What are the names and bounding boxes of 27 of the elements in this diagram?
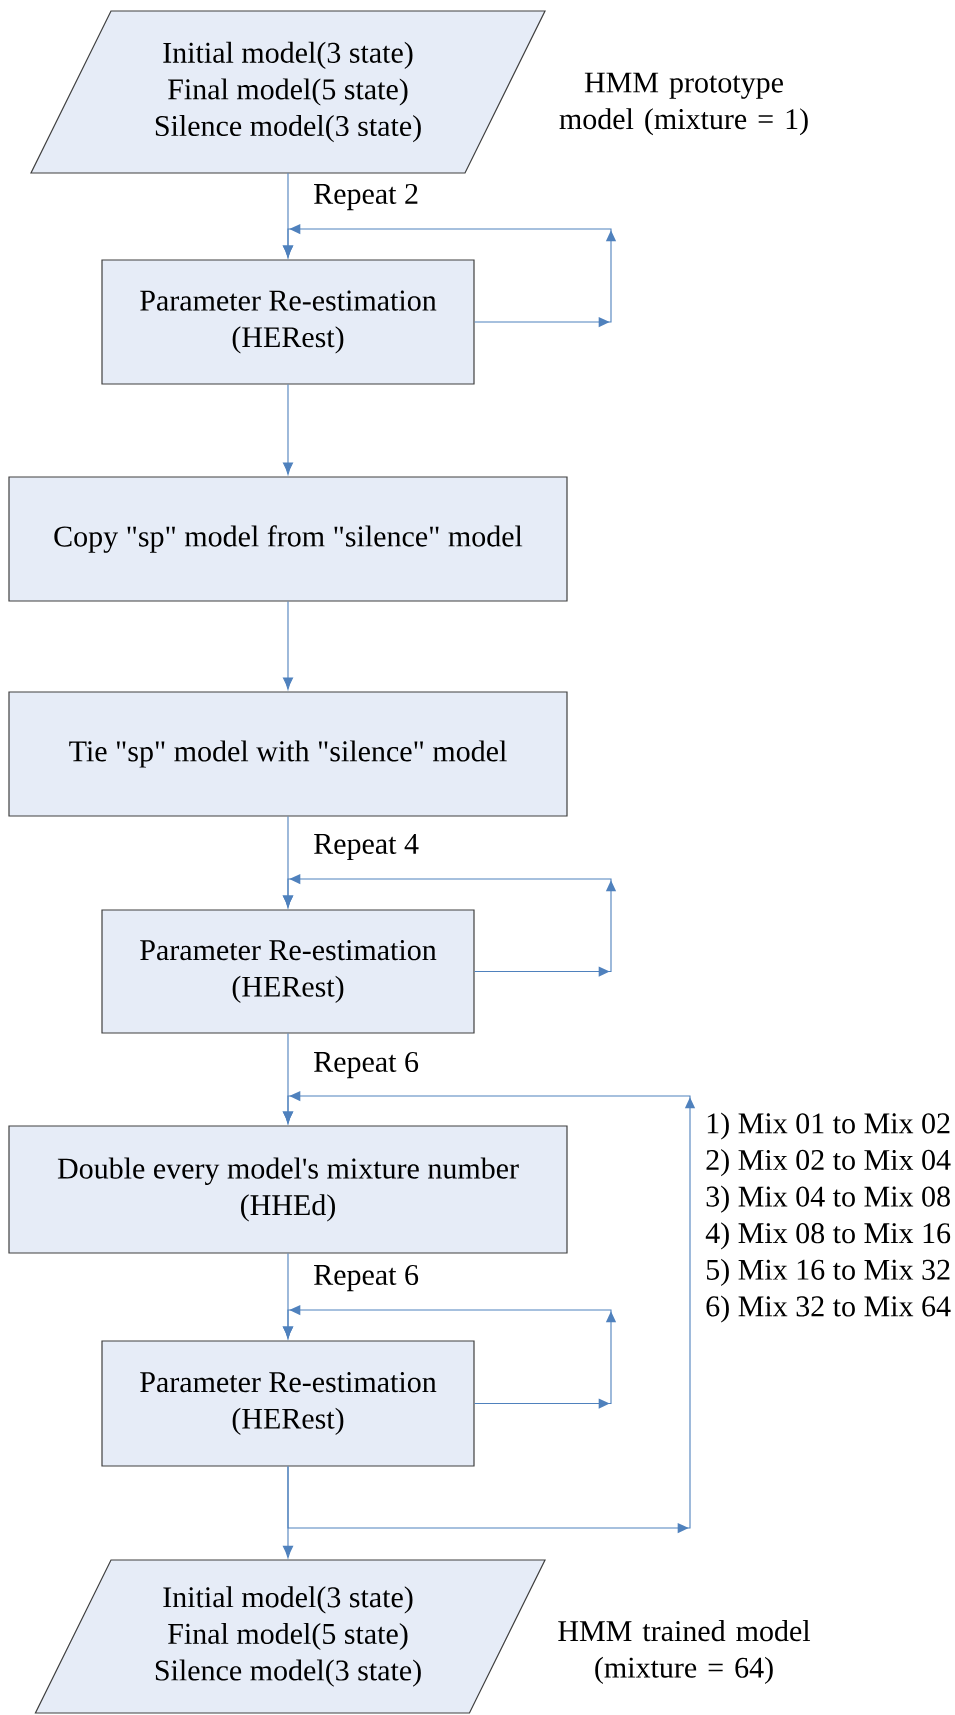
data-parallelogram: Initial model(3 state) Final model(5 state) Silence model(3 state) — [30, 10, 546, 174]
model-note: HMM trained model (mixture = 64) — [558, 1620, 811, 1684]
edge-label: Repeat 6 — [312, 1263, 420, 1293]
edge-label: Repeat 4 — [312, 832, 420, 862]
arrow — [282, 384, 294, 475]
arrow — [282, 1466, 294, 1559]
process-box: Copy "sp" model from "silence" model — [8, 476, 568, 602]
edge-label: Repeat 2 — [312, 182, 420, 212]
step-note: 6) Mix 32 to Mix 64 — [706, 1295, 951, 1323]
process-box: Parameter Re-estimation (HERest) — [101, 1340, 475, 1467]
process-box: Parameter Re-estimation (HERest) — [101, 909, 475, 1034]
step-note: 2) Mix 02 to Mix 04 — [706, 1149, 951, 1177]
loop-arrow — [282, 1090, 696, 1534]
step-note: 3) Mix 04 to Mix 08 — [706, 1185, 950, 1213]
loop-arrow — [282, 223, 617, 328]
process-box: Parameter Re-estimation (HERest) — [101, 259, 475, 385]
loop-arrow — [282, 1304, 617, 1409]
loop-arrow — [282, 873, 617, 977]
arrow — [282, 601, 294, 690]
data-parallelogram: Initial model(3 state) Final model(5 state) Silence model(3 state) — [34, 1559, 546, 1714]
step-note: 4) Mix 08 to Mix 16 — [705, 1222, 951, 1250]
edge-label: Repeat 6 — [312, 1050, 420, 1080]
step-note: 1) Mix 01 to Mix 02 — [707, 1112, 950, 1140]
model-note: HMM prototype model (mixture = 1) — [559, 72, 808, 136]
process-box: Tie "sp" model with "silence" model — [8, 691, 568, 817]
process-box: Double every model's mixture number (HHEd) — [8, 1125, 568, 1254]
step-note: 5) Mix 16 to Mix 32 — [706, 1258, 950, 1286]
